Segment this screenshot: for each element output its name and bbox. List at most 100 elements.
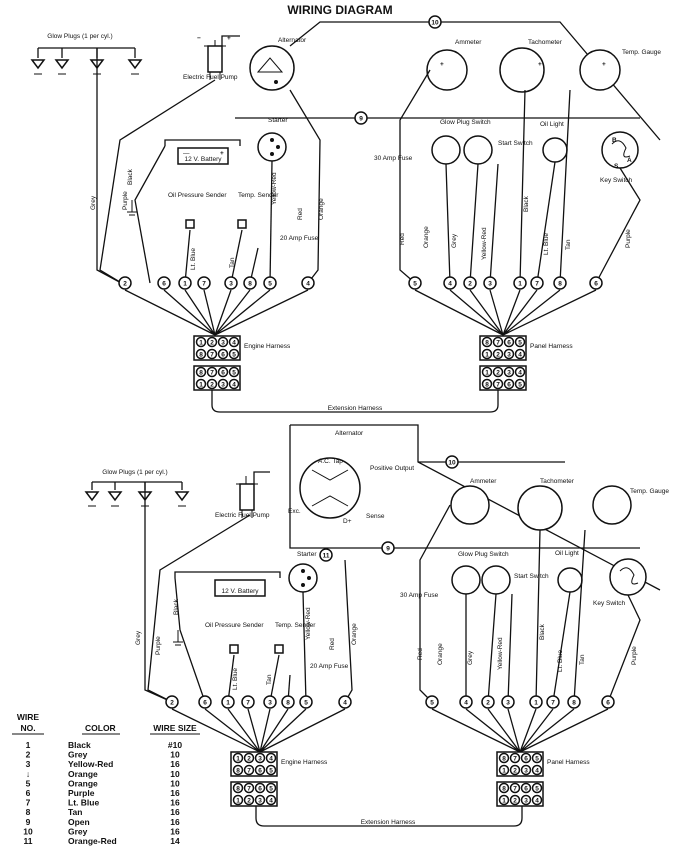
svg-text:6: 6 [507, 340, 511, 347]
start-switch-label: Start Switch [498, 140, 533, 147]
fuel-pump-top: + − Electric Fuel Pump [183, 35, 240, 81]
svg-text:Oil Pressure Sender: Oil Pressure Sender [205, 622, 264, 629]
svg-text:4: 4 [518, 352, 522, 359]
svg-text:3: 3 [507, 370, 511, 377]
svg-text:3: 3 [258, 756, 262, 763]
wire-label-purple: Purple [122, 191, 129, 210]
svg-text:Tan: Tan [266, 674, 273, 685]
svg-text:9: 9 [359, 116, 363, 123]
panel-wire-numbers-top: 5 4 2 3 1 7 8 6 [408, 276, 603, 290]
svg-text:Key Switch: Key Switch [593, 600, 626, 607]
svg-text:5: 5 [430, 700, 434, 707]
svg-text:Purple: Purple [155, 636, 162, 655]
panel-harness-connector-bottom: 8 7 6 5 1 2 3 4 8 7 6 5 1 2 3 4 Panel Ha… [496, 751, 590, 807]
svg-text:4: 4 [518, 370, 522, 377]
temp-sender-label: Temp. Sender [238, 192, 279, 199]
svg-text:8: 8 [502, 756, 506, 763]
battery-top: — + 12 V. Battery [164, 139, 241, 165]
alternator-label-bottom: Alternator [335, 430, 364, 437]
starter-label-bottom: Starter [297, 551, 317, 558]
engine-harness-label: Engine Harness [244, 343, 291, 350]
svg-text:2: 2 [513, 768, 517, 775]
svg-text:4: 4 [306, 281, 310, 288]
fuel-pump-label: Electric Fuel Pump [183, 74, 238, 81]
svg-text:Extension Harness: Extension Harness [361, 819, 416, 826]
table-cell-wire-color: Grey [68, 826, 88, 836]
wire-label-lt-blue: Lt. Blue [190, 248, 197, 270]
table-cell-wire-no: 8 [26, 807, 31, 817]
svg-text:7: 7 [513, 786, 517, 793]
svg-text:7: 7 [535, 281, 539, 288]
svg-text:Yellow-Red: Yellow-Red [481, 227, 488, 260]
svg-text:Yellow-Red: Yellow-Red [305, 607, 312, 640]
svg-text:1: 1 [485, 352, 489, 359]
svg-text:5: 5 [304, 700, 308, 707]
svg-text:4: 4 [343, 700, 347, 707]
svg-text:3: 3 [268, 700, 272, 707]
svg-text:Positive Output: Positive Output [370, 465, 414, 472]
svg-text:10: 10 [448, 460, 456, 467]
svg-text:2: 2 [123, 281, 127, 288]
svg-text:4: 4 [448, 281, 452, 288]
alternator-icon-bottom [299, 457, 361, 519]
ground-icon [127, 200, 137, 216]
svg-text:Temp. Sender: Temp. Sender [275, 622, 316, 629]
svg-text:5: 5 [269, 786, 273, 793]
glow-plug-switch-label: Glow Plug Switch [440, 119, 491, 126]
oil-pressure-sender-icon [185, 219, 195, 229]
svg-text:4: 4 [232, 382, 236, 389]
svg-text:1: 1 [518, 281, 522, 288]
svg-text:2: 2 [513, 798, 517, 805]
battery-icon-bottom [214, 579, 266, 597]
table-cell-wire-size: 16 [170, 826, 180, 836]
svg-text:Black: Black [523, 195, 530, 212]
svg-text:6: 6 [203, 700, 207, 707]
svg-text:+: + [227, 35, 231, 42]
svg-text:Lt. Blue: Lt. Blue [232, 668, 239, 690]
svg-text:7: 7 [210, 370, 214, 377]
svg-text:1: 1 [183, 281, 187, 288]
table-cell-wire-color: Orange [68, 769, 98, 779]
svg-text:8: 8 [199, 352, 203, 359]
starter-label: Starter [268, 117, 288, 124]
svg-text:5: 5 [518, 340, 522, 347]
table-cell-wire-color: Open [68, 817, 90, 827]
page-title: WIRING DIAGRAM [287, 3, 392, 17]
engine-wire-numbers-top: 2 6 1 7 3 8 5 4 [118, 276, 315, 290]
svg-text:3: 3 [221, 382, 225, 389]
svg-text:Ammeter: Ammeter [470, 478, 497, 485]
table-cell-wire-no: 5 [26, 778, 31, 788]
svg-text:D+: D+ [343, 518, 352, 525]
table-cell-wire-no: ↓ [26, 769, 30, 779]
table-cell-wire-color: Black [68, 740, 91, 750]
svg-text:COLOR: COLOR [85, 723, 116, 733]
table-cell-wire-size: 16 [170, 798, 180, 808]
svg-text:1: 1 [502, 798, 506, 805]
oil-light-icon [542, 137, 568, 163]
table-cell-wire-no: 6 [26, 788, 31, 798]
svg-text:6: 6 [162, 281, 166, 288]
svg-text:10: 10 [431, 20, 439, 27]
svg-text:Sense: Sense [366, 513, 385, 520]
svg-text:7: 7 [210, 352, 214, 359]
svg-text:WIRE SIZE: WIRE SIZE [153, 723, 197, 733]
svg-text:3: 3 [524, 768, 528, 775]
panel-wire-numbers-bottom: 5 4 2 3 1 7 8 6 [425, 695, 615, 709]
fuel-pump-icon-bottom [239, 483, 255, 511]
svg-text:6: 6 [258, 786, 262, 793]
wire-label-red: Red [297, 208, 304, 220]
svg-text:Black: Black [539, 623, 546, 640]
panel-gauges-top: Ammeter + Tachometer + Temp. Gauge + Glo… [374, 39, 661, 184]
oil-pressure-sender-label: Oil Pressure Sender [168, 192, 227, 199]
svg-text:2: 2 [210, 382, 214, 389]
table-cell-wire-color: Lt. Blue [68, 798, 99, 808]
svg-text:Tan: Tan [565, 239, 572, 250]
table-cell-wire-size: 10 [170, 778, 180, 788]
fuel-pump-icon [207, 45, 223, 73]
panel-gauges-bottom: Ammeter Tachometer Temp. Gauge Glow Plug… [400, 478, 669, 607]
svg-text:6: 6 [221, 370, 225, 377]
fuel-pump-label-bottom: Electric Fuel Pump [215, 512, 270, 519]
svg-text:5: 5 [518, 382, 522, 389]
svg-text:6: 6 [258, 768, 262, 775]
